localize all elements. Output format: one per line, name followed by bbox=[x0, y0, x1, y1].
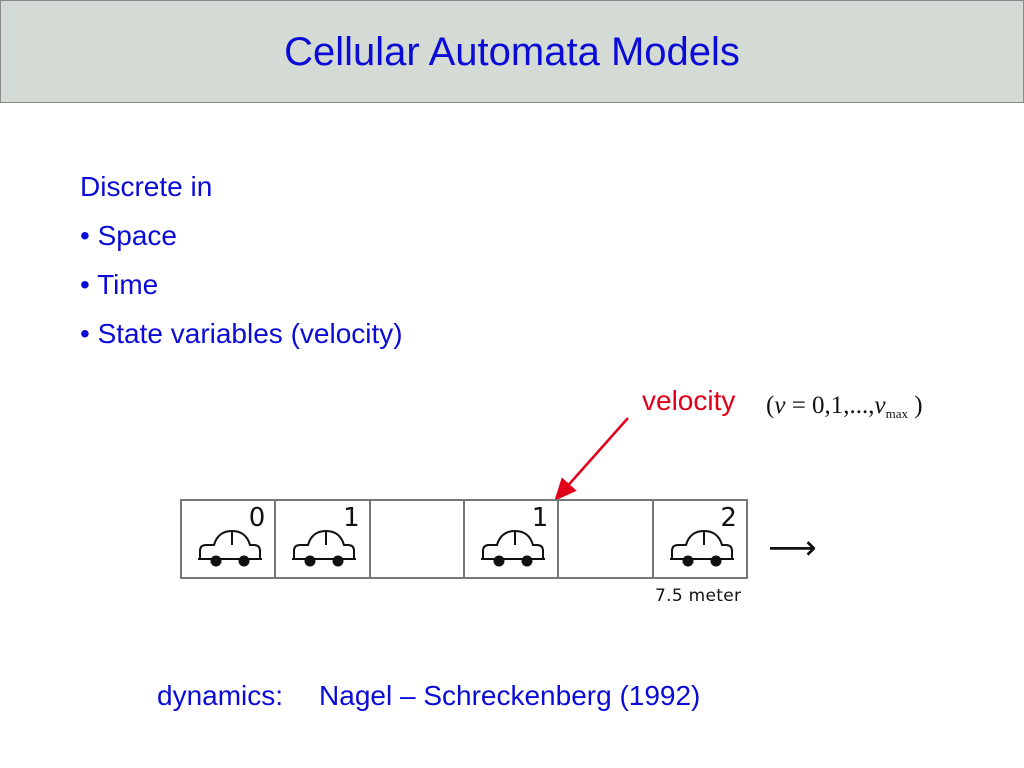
formula-subscript: max bbox=[885, 406, 909, 421]
cell-size-label: 7.5 meter bbox=[655, 586, 742, 606]
road-cell-6: 2 bbox=[654, 501, 746, 577]
cell-velocity: 1 bbox=[343, 503, 360, 533]
dynamics-label: dynamics: bbox=[157, 680, 284, 711]
dynamics-model: Nagel – Schreckenberg (1992) bbox=[319, 680, 701, 711]
formula-close-paren: ) bbox=[908, 392, 923, 419]
bullet-list: Discrete in • Space • Time • State varia… bbox=[80, 162, 403, 358]
road-cell-2: 1 bbox=[276, 501, 371, 577]
car-icon bbox=[669, 529, 734, 567]
formula-vmax: v bbox=[874, 392, 886, 419]
title-bar: Cellular Automata Models bbox=[0, 0, 1024, 103]
formula-open-paren: ( bbox=[766, 392, 775, 419]
slide-title: Cellular Automata Models bbox=[284, 30, 740, 74]
road-cell-4: 1 bbox=[465, 501, 560, 577]
bullet-heading: Discrete in bbox=[80, 171, 213, 202]
direction-arrow-icon: ⟶ bbox=[768, 528, 817, 568]
car-icon bbox=[292, 529, 357, 567]
cell-velocity: 1 bbox=[531, 503, 549, 533]
bullet-time: • Time bbox=[80, 269, 159, 300]
bullet-space: • Space bbox=[80, 220, 177, 251]
cell-velocity: 0 bbox=[248, 503, 266, 533]
formula-v: v bbox=[774, 392, 786, 419]
velocity-formula: (v = 0,1,...,vmax ) bbox=[766, 392, 923, 422]
bullet-state-variables: • State variables (velocity) bbox=[80, 318, 403, 349]
road-cell-3 bbox=[371, 501, 465, 577]
road-cells: 0 1 1 2 bbox=[180, 499, 748, 579]
formula-values: = 0,1,..., bbox=[785, 392, 875, 419]
road-cell-5 bbox=[559, 501, 654, 577]
dynamics-line: dynamics: Nagel – Schreckenberg (1992) bbox=[157, 680, 700, 712]
road-cell-1: 0 bbox=[182, 501, 277, 577]
car-icon bbox=[480, 529, 545, 567]
car-icon bbox=[198, 529, 262, 567]
velocity-label: velocity bbox=[642, 385, 736, 416]
cell-velocity: 2 bbox=[720, 503, 737, 533]
